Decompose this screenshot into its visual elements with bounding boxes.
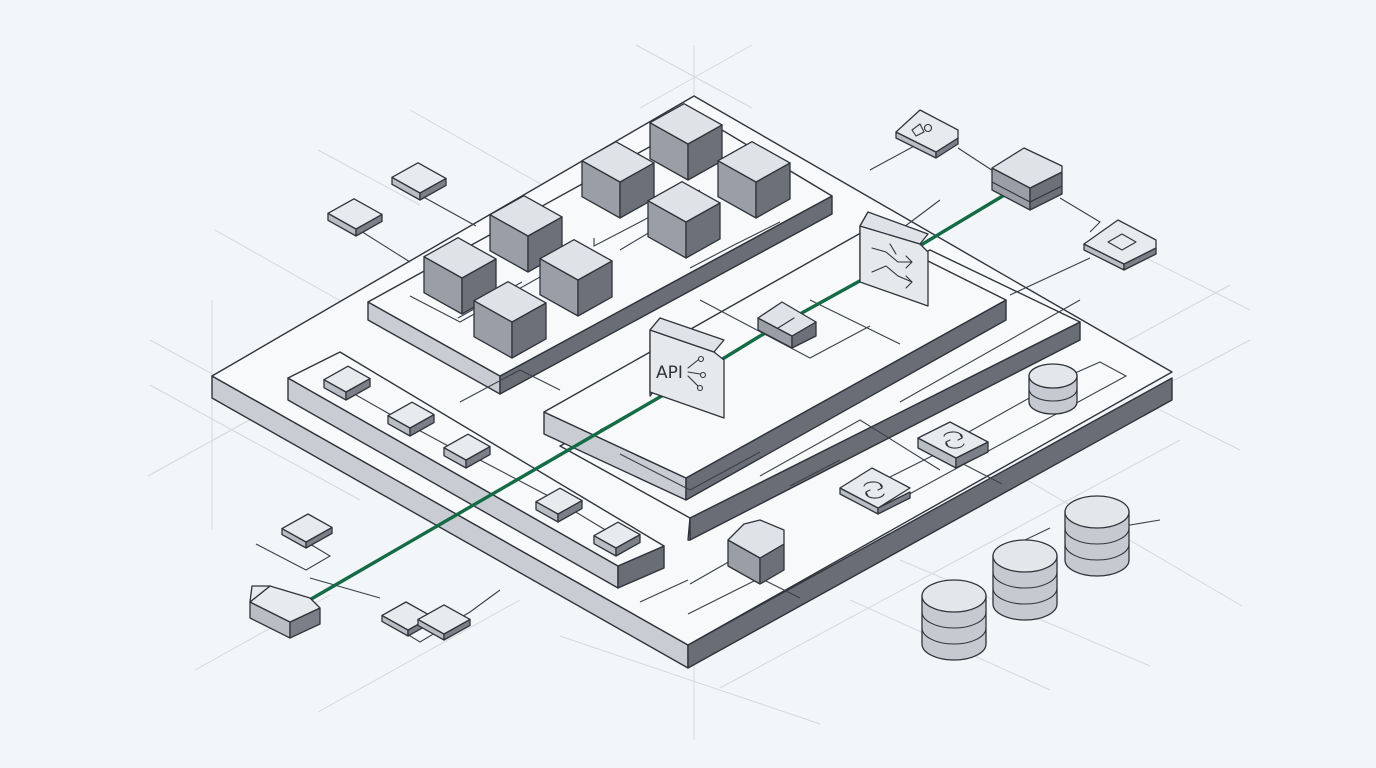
monitor-icon (1107, 233, 1137, 251)
queue-item[interactable] (387, 401, 435, 437)
floating-tile[interactable] (391, 162, 447, 201)
relay-block[interactable] (757, 301, 817, 349)
refresh-icon (943, 431, 965, 449)
database-icon[interactable] (992, 539, 1058, 621)
database-cluster (921, 363, 1130, 661)
service-cube[interactable] (717, 141, 791, 219)
database-icon[interactable] (921, 579, 987, 661)
user-icon (911, 123, 933, 137)
user-node[interactable] (895, 109, 959, 159)
service-cube[interactable] (649, 103, 723, 181)
client-entry-block[interactable] (249, 585, 321, 639)
queue-items (323, 365, 641, 557)
floating-tiles (281, 162, 471, 641)
api-gateway-panel[interactable]: API (649, 317, 725, 419)
service-cube[interactable] (489, 195, 563, 273)
router-panel[interactable] (859, 211, 929, 307)
sync-node-1[interactable] (917, 421, 989, 469)
router-icon (871, 243, 913, 289)
floating-tile[interactable] (327, 198, 383, 237)
database-icon[interactable] (1028, 363, 1078, 415)
refresh-icon (863, 481, 885, 499)
queue-item[interactable] (323, 365, 371, 401)
service-cube[interactable] (647, 181, 721, 259)
floating-tile[interactable] (281, 513, 333, 549)
service-cube[interactable] (473, 281, 547, 359)
storage-node[interactable] (991, 147, 1063, 211)
queue-item[interactable] (535, 487, 583, 523)
floating-tile[interactable] (417, 604, 471, 641)
service-cube[interactable] (423, 237, 497, 315)
database-icon[interactable] (1064, 495, 1130, 577)
sync-node-2[interactable] (839, 467, 911, 515)
api-icon: API (656, 355, 707, 392)
edge-node[interactable] (727, 519, 785, 585)
queue-item[interactable] (593, 521, 641, 557)
svg-text:API: API (656, 363, 683, 383)
service-cubes (423, 103, 791, 359)
service-cube[interactable] (539, 239, 613, 317)
queue-item[interactable] (443, 433, 491, 469)
monitor-node[interactable] (1083, 219, 1157, 271)
service-cube[interactable] (581, 141, 655, 219)
